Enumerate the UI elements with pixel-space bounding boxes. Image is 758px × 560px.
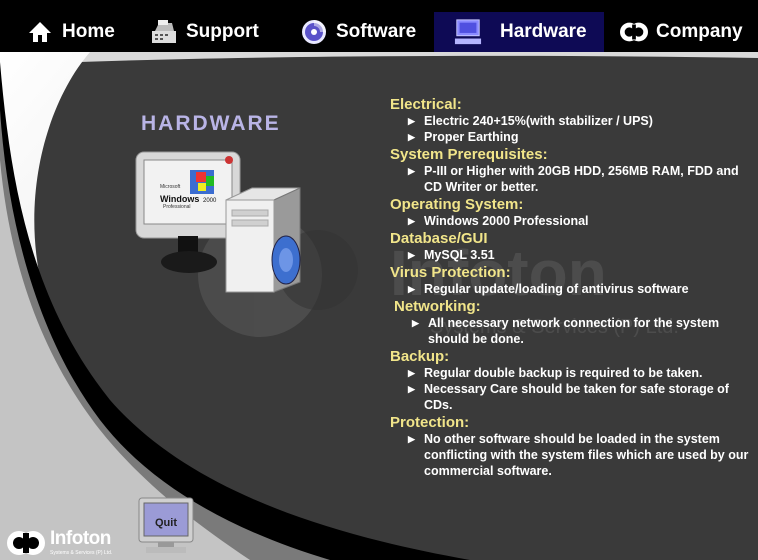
logo-subtitle: Systems & Services (P) Ltd.	[50, 550, 113, 556]
section-protection: Protection: ▶No other software should be…	[390, 414, 750, 479]
computer-illustration: Microsoft Windows 2000 Professional	[135, 151, 301, 293]
top-strip	[0, 0, 758, 12]
section-title: Protection:	[390, 414, 470, 431]
bullet-icon: ▶	[408, 216, 415, 226]
page-title: HARDWARE	[141, 112, 281, 135]
section-networking: Networking: ▶All necessary network conne…	[394, 298, 750, 347]
nav-home-label: Home	[62, 21, 115, 42]
computer-icon	[454, 18, 482, 46]
bullet-icon: ▶	[408, 384, 415, 394]
quit-monitor-icon	[138, 497, 194, 553]
section-title: Backup:	[390, 348, 450, 365]
screen-product: Windows	[160, 194, 199, 204]
list-item: ▶All necessary network connection for th…	[412, 316, 720, 346]
section-title: Database/GUI	[390, 230, 488, 247]
quit-label: Quit	[155, 517, 177, 529]
cd-icon	[300, 18, 328, 46]
section-electrical: Electrical: ▶Electric 240+15%(with stabi…	[390, 96, 750, 145]
bullet-icon: ▶	[408, 116, 415, 126]
nav-company-label: Company	[656, 21, 743, 42]
list-item: ▶Proper Earthing	[408, 130, 519, 144]
list-item: ▶Windows 2000 Professional	[408, 214, 589, 228]
bullet-icon: ▶	[412, 318, 419, 328]
bullet-icon: ▶	[408, 434, 415, 444]
list-item: ▶Regular update/loading of antivirus sof…	[408, 282, 689, 296]
nav-software-label: Software	[336, 21, 417, 42]
list-item: ▶Necessary Care should be taken for safe…	[408, 382, 729, 412]
list-item: ▶No other software should be loaded in t…	[408, 432, 749, 478]
requirements-list: Electrical: ▶Electric 240+15%(with stabi…	[390, 95, 750, 479]
nav-hardware[interactable]: Hardware	[434, 12, 604, 52]
screen-edition: Professional	[163, 204, 191, 210]
list-item: ▶Electric 240+15%(with stabilizer / UPS)	[408, 114, 653, 128]
main-nav: Home Support Software Hardware Company	[0, 12, 758, 52]
company-logo-icon	[620, 18, 648, 46]
section-title: Electrical:	[390, 96, 462, 113]
list-item: ▶MySQL 3.51	[408, 248, 495, 262]
nav-support[interactable]: Support	[138, 12, 290, 52]
watermark-subtitle: Systems & Services (P) Ltd.	[430, 316, 679, 338]
section-operating-system: Operating System: ▶Windows 2000 Professi…	[390, 196, 750, 229]
bullet-icon: ▶	[408, 250, 415, 260]
section-system-prerequisites: System Prerequisites: ▶P-III or Higher w…	[390, 146, 750, 195]
section-title: Operating System:	[390, 196, 524, 213]
section-title: System Prerequisites:	[390, 146, 548, 163]
bullet-icon: ▶	[408, 166, 415, 176]
cash-register-icon	[150, 18, 178, 46]
section-backup: Backup: ▶Regular double backup is requir…	[390, 348, 750, 413]
house-icon	[26, 18, 54, 46]
section-virus-protection: Virus Protection: ▶Regular update/loadin…	[390, 264, 750, 297]
nav-software[interactable]: Software	[290, 12, 434, 52]
bullet-icon: ▶	[408, 132, 415, 142]
company-logo: Infoton Systems & Services (P) Ltd.	[6, 528, 112, 560]
quit-button[interactable]: Quit	[138, 497, 194, 555]
nav-company[interactable]: Company	[604, 12, 758, 52]
section-title: Virus Protection:	[390, 264, 511, 281]
bullet-icon: ▶	[408, 368, 415, 378]
bullet-icon: ▶	[408, 284, 415, 294]
screen-version: 2000	[203, 198, 217, 204]
section-title: Networking:	[394, 298, 481, 315]
nav-home[interactable]: Home	[0, 12, 138, 52]
screen-brand: Microsoft	[160, 184, 181, 190]
nav-support-label: Support	[186, 21, 259, 42]
list-item: ▶Regular double backup is required to be…	[408, 366, 703, 380]
section-database-gui: Database/GUI ▶MySQL 3.51	[390, 230, 750, 263]
logo-name: Infoton	[50, 528, 111, 549]
list-item: ▶P-III or Higher with 20GB HDD, 256MB RA…	[408, 164, 739, 194]
infoton-logo-icon	[7, 531, 45, 555]
nav-hardware-label: Hardware	[500, 21, 587, 42]
watermark-name: Infoton	[390, 237, 607, 309]
